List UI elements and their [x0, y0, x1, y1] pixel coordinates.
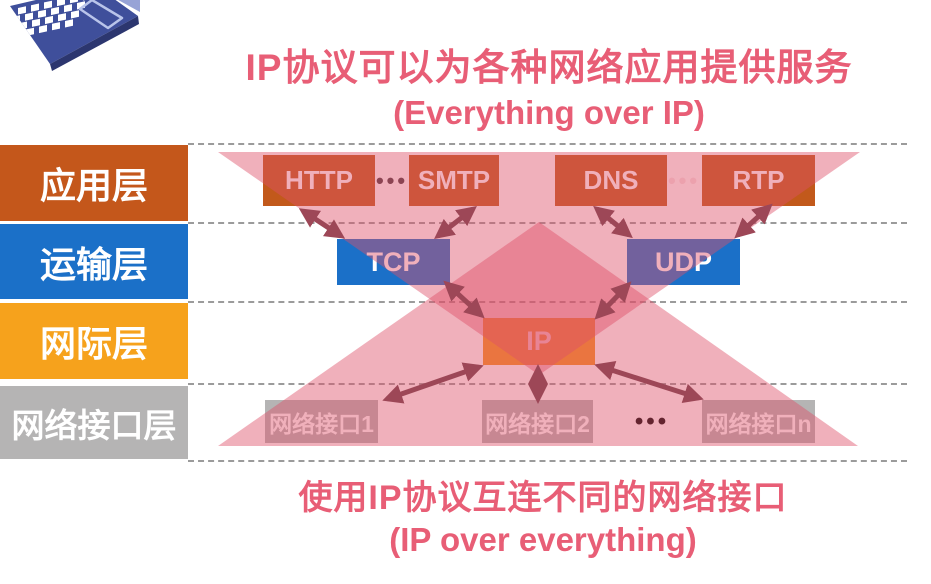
sidebar-item-transport-layer: 运输层 — [0, 224, 188, 299]
ellipsis-app-row-left: ••• — [375, 168, 409, 193]
protocol-box-ip: IP — [483, 318, 595, 365]
arrow-tcp-ip — [443, 280, 485, 319]
sidebar-item-application-layer: 应用层 — [0, 145, 188, 221]
protocol-box-dns: DNS — [555, 155, 667, 206]
layer-boundary-line-2 — [188, 222, 907, 224]
slide-title-line1: IP协议可以为各种网络应用提供服务 — [245, 47, 853, 88]
laptop-trackpad — [78, 0, 124, 30]
slide-caption-line1: 使用IP协议互连不同的网络接口 — [298, 479, 788, 517]
slide-caption: 使用IP协议互连不同的网络接口 (IP over everything) — [160, 476, 926, 560]
layer-boundary-line-5 — [188, 460, 907, 462]
protocol-box-udp: UDP — [627, 239, 740, 285]
arrow-ip-interfacen — [594, 361, 704, 403]
slide-title-line2: (Everything over IP) — [393, 94, 705, 131]
laptop-edge — [50, 16, 139, 71]
ellipsis-app-row-right: ••• — [667, 168, 701, 193]
slide-title: IP协议可以为各种网络应用提供服务 (Everything over IP) — [188, 44, 910, 134]
protocol-box-tcp: TCP — [337, 239, 450, 285]
sidebar-item-network-interface-layer: 网络接口层 — [0, 386, 188, 459]
ellipsis-interface-row: ••• — [634, 408, 670, 435]
interface-box-n: 网络接口n — [702, 400, 815, 443]
protocol-box-rtp: RTP — [702, 155, 815, 206]
interface-box-2: 网络接口2 — [482, 400, 593, 443]
layer-boundary-line-3 — [188, 301, 907, 303]
layer-boundary-line-4 — [188, 383, 907, 385]
laptop-icon — [10, 0, 140, 71]
arrow-rtp-udp — [734, 203, 773, 239]
interface-box-1: 网络接口1 — [265, 400, 378, 443]
protocol-box-smtp: SMTP — [409, 155, 499, 206]
protocol-box-http: HTTP — [263, 155, 375, 206]
sidebar-item-internet-layer: 网际层 — [0, 303, 188, 379]
laptop-lid — [118, 0, 140, 12]
slide-caption-line2: (IP over everything) — [389, 521, 697, 558]
layer-boundary-line-1 — [188, 143, 907, 145]
